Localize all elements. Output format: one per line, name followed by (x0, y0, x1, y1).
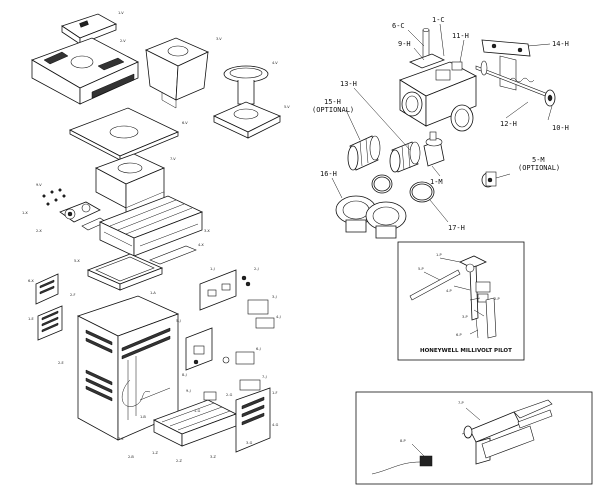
vent-stack (213, 65, 281, 139)
valve-11h (451, 61, 463, 71)
label-16h: 16-H (320, 170, 337, 178)
label-3-z: 3-Z (210, 455, 216, 459)
label-14h: 14-H (552, 40, 569, 48)
label-4-j: 4-J (276, 315, 281, 319)
label-9h: 9-H (398, 40, 411, 48)
front-access-panel (235, 387, 271, 453)
label-2-e: 2-E (58, 361, 64, 365)
heat-exchanger (98, 195, 204, 257)
label-6p: 6-P (456, 333, 462, 337)
label-2-j: 2-J (254, 267, 259, 271)
label-10h: 10-H (552, 124, 569, 132)
label-3p: 3-P (462, 315, 468, 319)
igniter-inset: 8-P 7-P (355, 391, 593, 485)
label-4-g: 4-G (272, 423, 279, 427)
pilot-inset: 1-P 5-P 4-P 2-P 3-P 6-P HONEYWELL MILLIV… (397, 241, 525, 361)
label-1-g: 1-G (194, 409, 201, 413)
label-5m-optional: (OPTIONAL) (518, 164, 560, 172)
label-2-b: 2-B (128, 455, 134, 459)
pilot-inset-frame (397, 241, 525, 361)
label-7-v: 7-V (170, 157, 176, 161)
label-6-j: 6-J (256, 347, 261, 351)
valve-body (399, 61, 477, 132)
fitting-15h (347, 135, 381, 171)
label-1-v: 1-V (118, 11, 124, 15)
label-1p: 1-P (436, 253, 442, 257)
pilot-body (459, 255, 497, 339)
o-ring-a (371, 174, 393, 194)
combustion-chamber (86, 253, 164, 291)
label-5-v: 5-V (284, 105, 290, 109)
fitting-5m (481, 171, 497, 188)
label-1-f: 1-F (272, 391, 278, 395)
label-5-x: 5-X (74, 259, 80, 263)
baffle (149, 245, 197, 265)
valve-assembly: 6-C 1-C 9-H 11-H 14-H 13-H 15-H (OPTIONA… (312, 16, 569, 239)
label-15h: 15-H (324, 98, 341, 106)
heater-exploded-assembly: 1-V 2-V 3-V (22, 11, 290, 463)
label-9-v: 9-V (36, 183, 42, 187)
label-1c: 1-C (432, 16, 445, 24)
label-6-v: 6-V (182, 121, 188, 125)
screw-set (42, 188, 66, 206)
pilot-inset-caption: HONEYWELL MILLIVOLT PILOT (420, 348, 512, 354)
o-ring-b (409, 181, 435, 203)
relief-valve-1m (423, 131, 445, 167)
label-3-v: 3-V (216, 37, 222, 41)
label-4-x: 4-X (198, 243, 204, 247)
label-8p: 8-P (400, 439, 406, 443)
label-4-v: 4-V (272, 61, 278, 65)
label-2-v: 2-V (120, 39, 126, 43)
igniter-inset-frame (355, 391, 593, 485)
label-12h: 12-H (500, 120, 517, 128)
label-17h: 17-H (448, 224, 465, 232)
label-2-x: 2-X (36, 229, 42, 233)
label-2-z: 2-Z (176, 459, 182, 463)
label-2p: 2-P (494, 297, 500, 301)
label-1-a: 1-A (150, 291, 156, 295)
label-1-e: 1-E (28, 317, 34, 321)
label-1-z: 1-Z (152, 451, 158, 455)
label-5-j: 5-J (176, 319, 181, 323)
label-6-x: 6-X (28, 279, 34, 283)
igniter-connector (419, 455, 433, 467)
bracket-14h (481, 39, 531, 91)
control-bracket (185, 269, 275, 401)
label-15h-optional: (OPTIONAL) (312, 106, 354, 114)
left-side-panels (35, 273, 63, 341)
label-1m: 1-M (430, 178, 443, 186)
main-cabinet (76, 295, 180, 441)
label-7p: 7-P (458, 401, 464, 405)
label-3-e: 3-E (118, 437, 124, 441)
label-4p: 4-P (446, 289, 452, 293)
label-11h: 11-H (452, 32, 469, 40)
igniter (461, 399, 553, 465)
label-1-b: 1-B (140, 415, 146, 419)
label-3-x: 3-X (204, 229, 210, 233)
label-7-j: 7-J (262, 375, 267, 379)
label-3-g: 3-G (246, 441, 253, 445)
label-1-j: 1-J (210, 267, 215, 271)
label-6c: 6-C (392, 22, 405, 30)
label-3-j: 3-J (272, 295, 277, 299)
stack-hood (145, 37, 209, 109)
union-16h (335, 195, 407, 239)
label-9-j: 9-J (186, 389, 191, 393)
top-panel (31, 37, 139, 105)
label-8-j: 8-J (182, 373, 187, 377)
label-2-f: 2-F (70, 293, 76, 297)
header-manifold (59, 201, 101, 223)
igniter-wire (371, 461, 421, 475)
label-2-g: 2-G (226, 393, 233, 397)
label-13h: 13-H (340, 80, 357, 88)
top-plate (69, 107, 179, 161)
spring-12h (509, 77, 535, 83)
fitting-13h (389, 141, 421, 173)
label-5m: 5-M (532, 156, 545, 164)
label-5p: 5-P (418, 267, 424, 271)
label-1-x: 1-X (22, 211, 28, 215)
